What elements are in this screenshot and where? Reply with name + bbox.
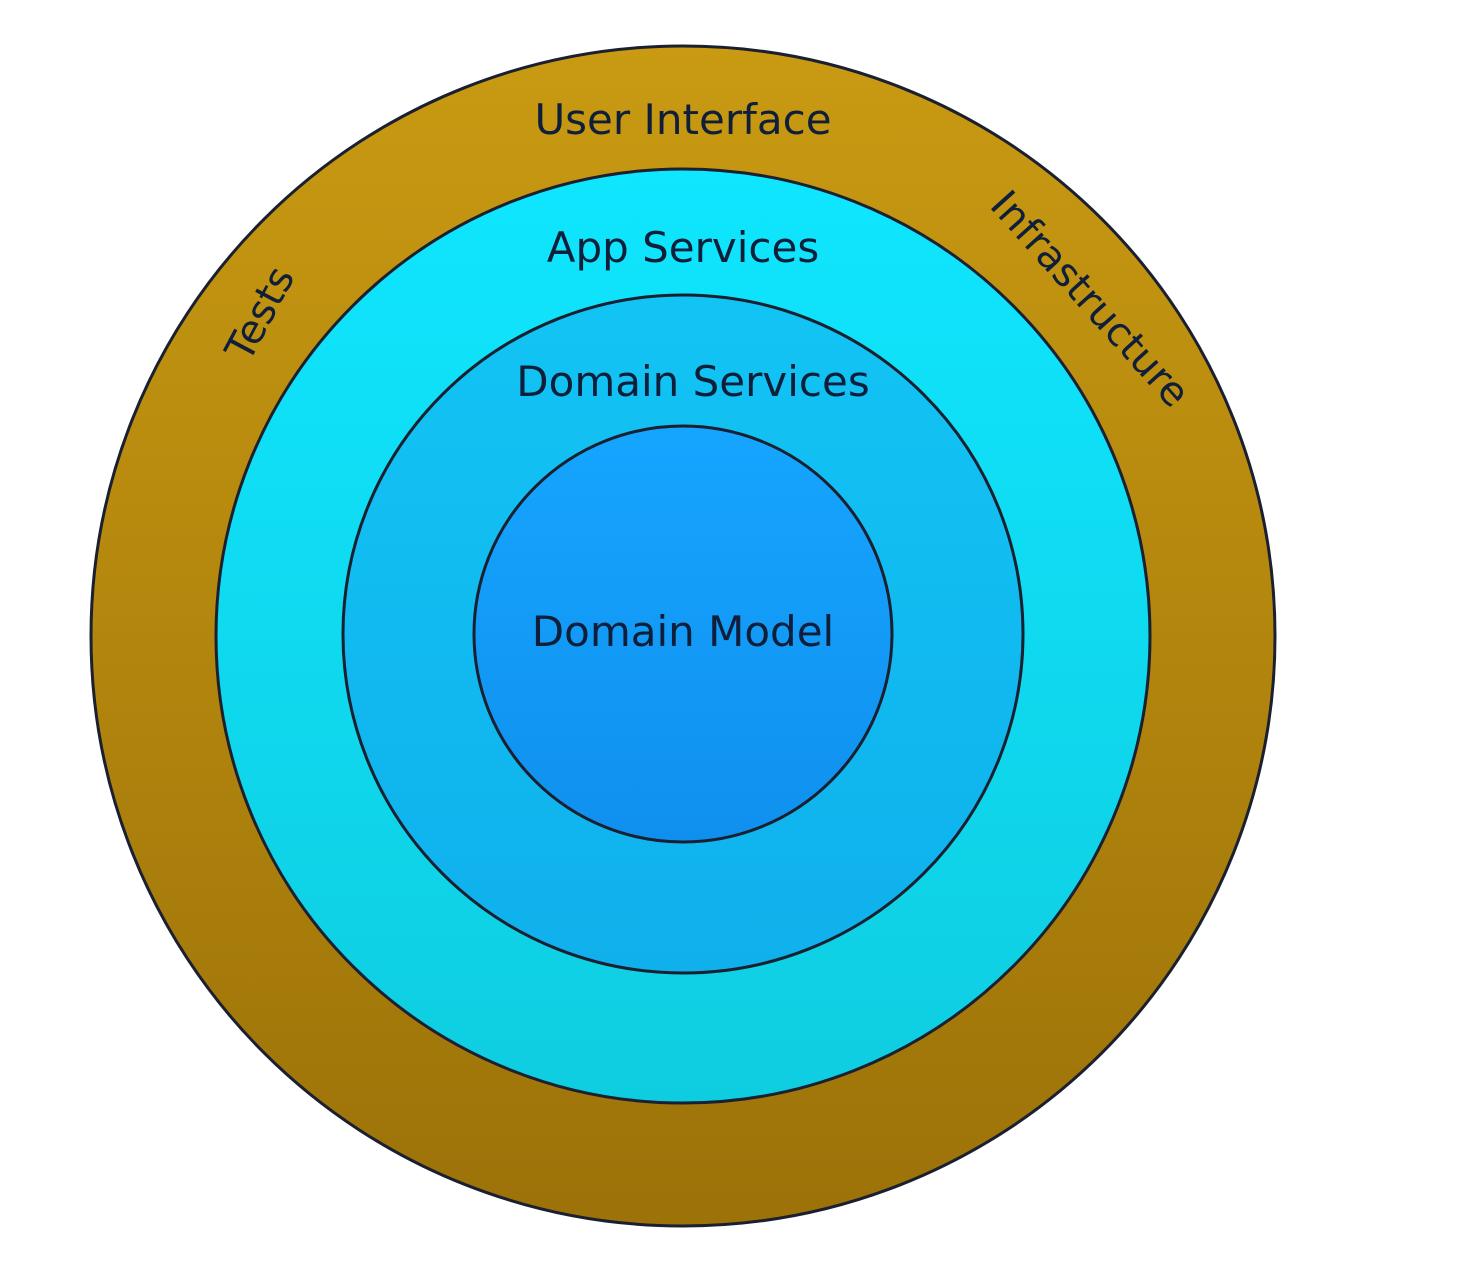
domain-services-label: Domain Services <box>516 357 869 406</box>
user-interface-label: User Interface <box>534 95 831 144</box>
app-services-label: App Services <box>547 223 820 272</box>
domain-model-label: Domain Model <box>532 607 834 656</box>
domain-model-core <box>472 424 894 844</box>
